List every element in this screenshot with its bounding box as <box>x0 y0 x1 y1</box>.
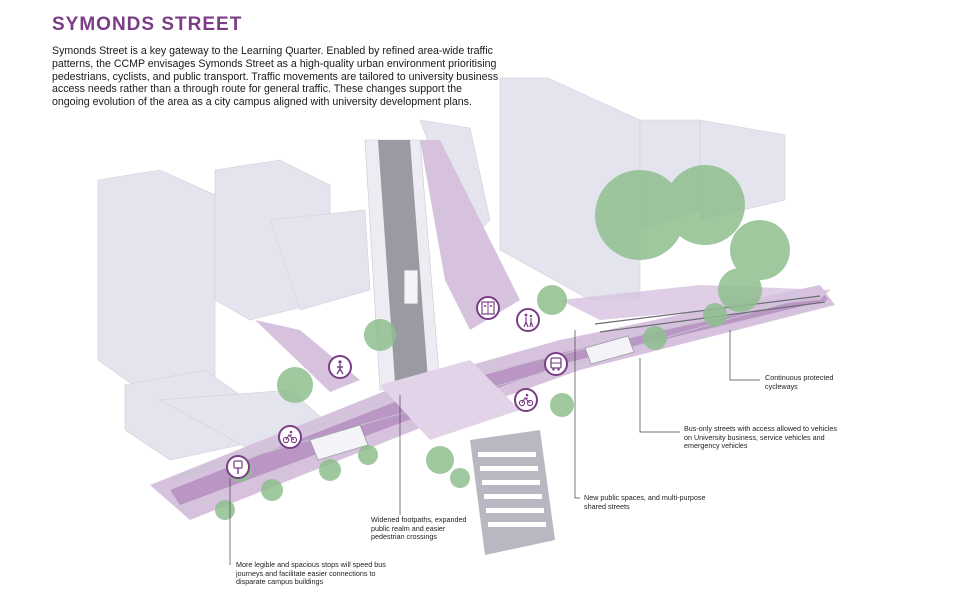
elevator-icon <box>476 296 500 320</box>
callout-footpaths: Widened footpaths, expanded public realm… <box>371 515 467 542</box>
intro-paragraph: Symonds Street is a key gateway to the L… <box>52 45 499 109</box>
callout-cycleways: Continuous protected cycleways <box>765 373 834 391</box>
cyclist-icon <box>278 425 302 449</box>
north-road <box>364 139 520 391</box>
bus-icon <box>544 352 568 376</box>
callout-bus-only: Bus-only streets with access allowed to … <box>684 424 838 451</box>
buses <box>309 269 635 461</box>
callout-public-spaces: New public spaces, and multi-purpose sha… <box>584 493 706 511</box>
people-walking-icon <box>516 308 540 332</box>
trees <box>215 165 790 520</box>
cyclist-icon <box>514 388 538 412</box>
callout-lines <box>229 330 760 565</box>
intersection <box>380 360 555 555</box>
page-title: SYMONDS STREET <box>52 14 243 35</box>
pedestrian-icon <box>328 355 352 379</box>
bus-stop-icon <box>226 455 250 479</box>
callout-stops: More legible and spacious stops will spe… <box>236 560 386 587</box>
